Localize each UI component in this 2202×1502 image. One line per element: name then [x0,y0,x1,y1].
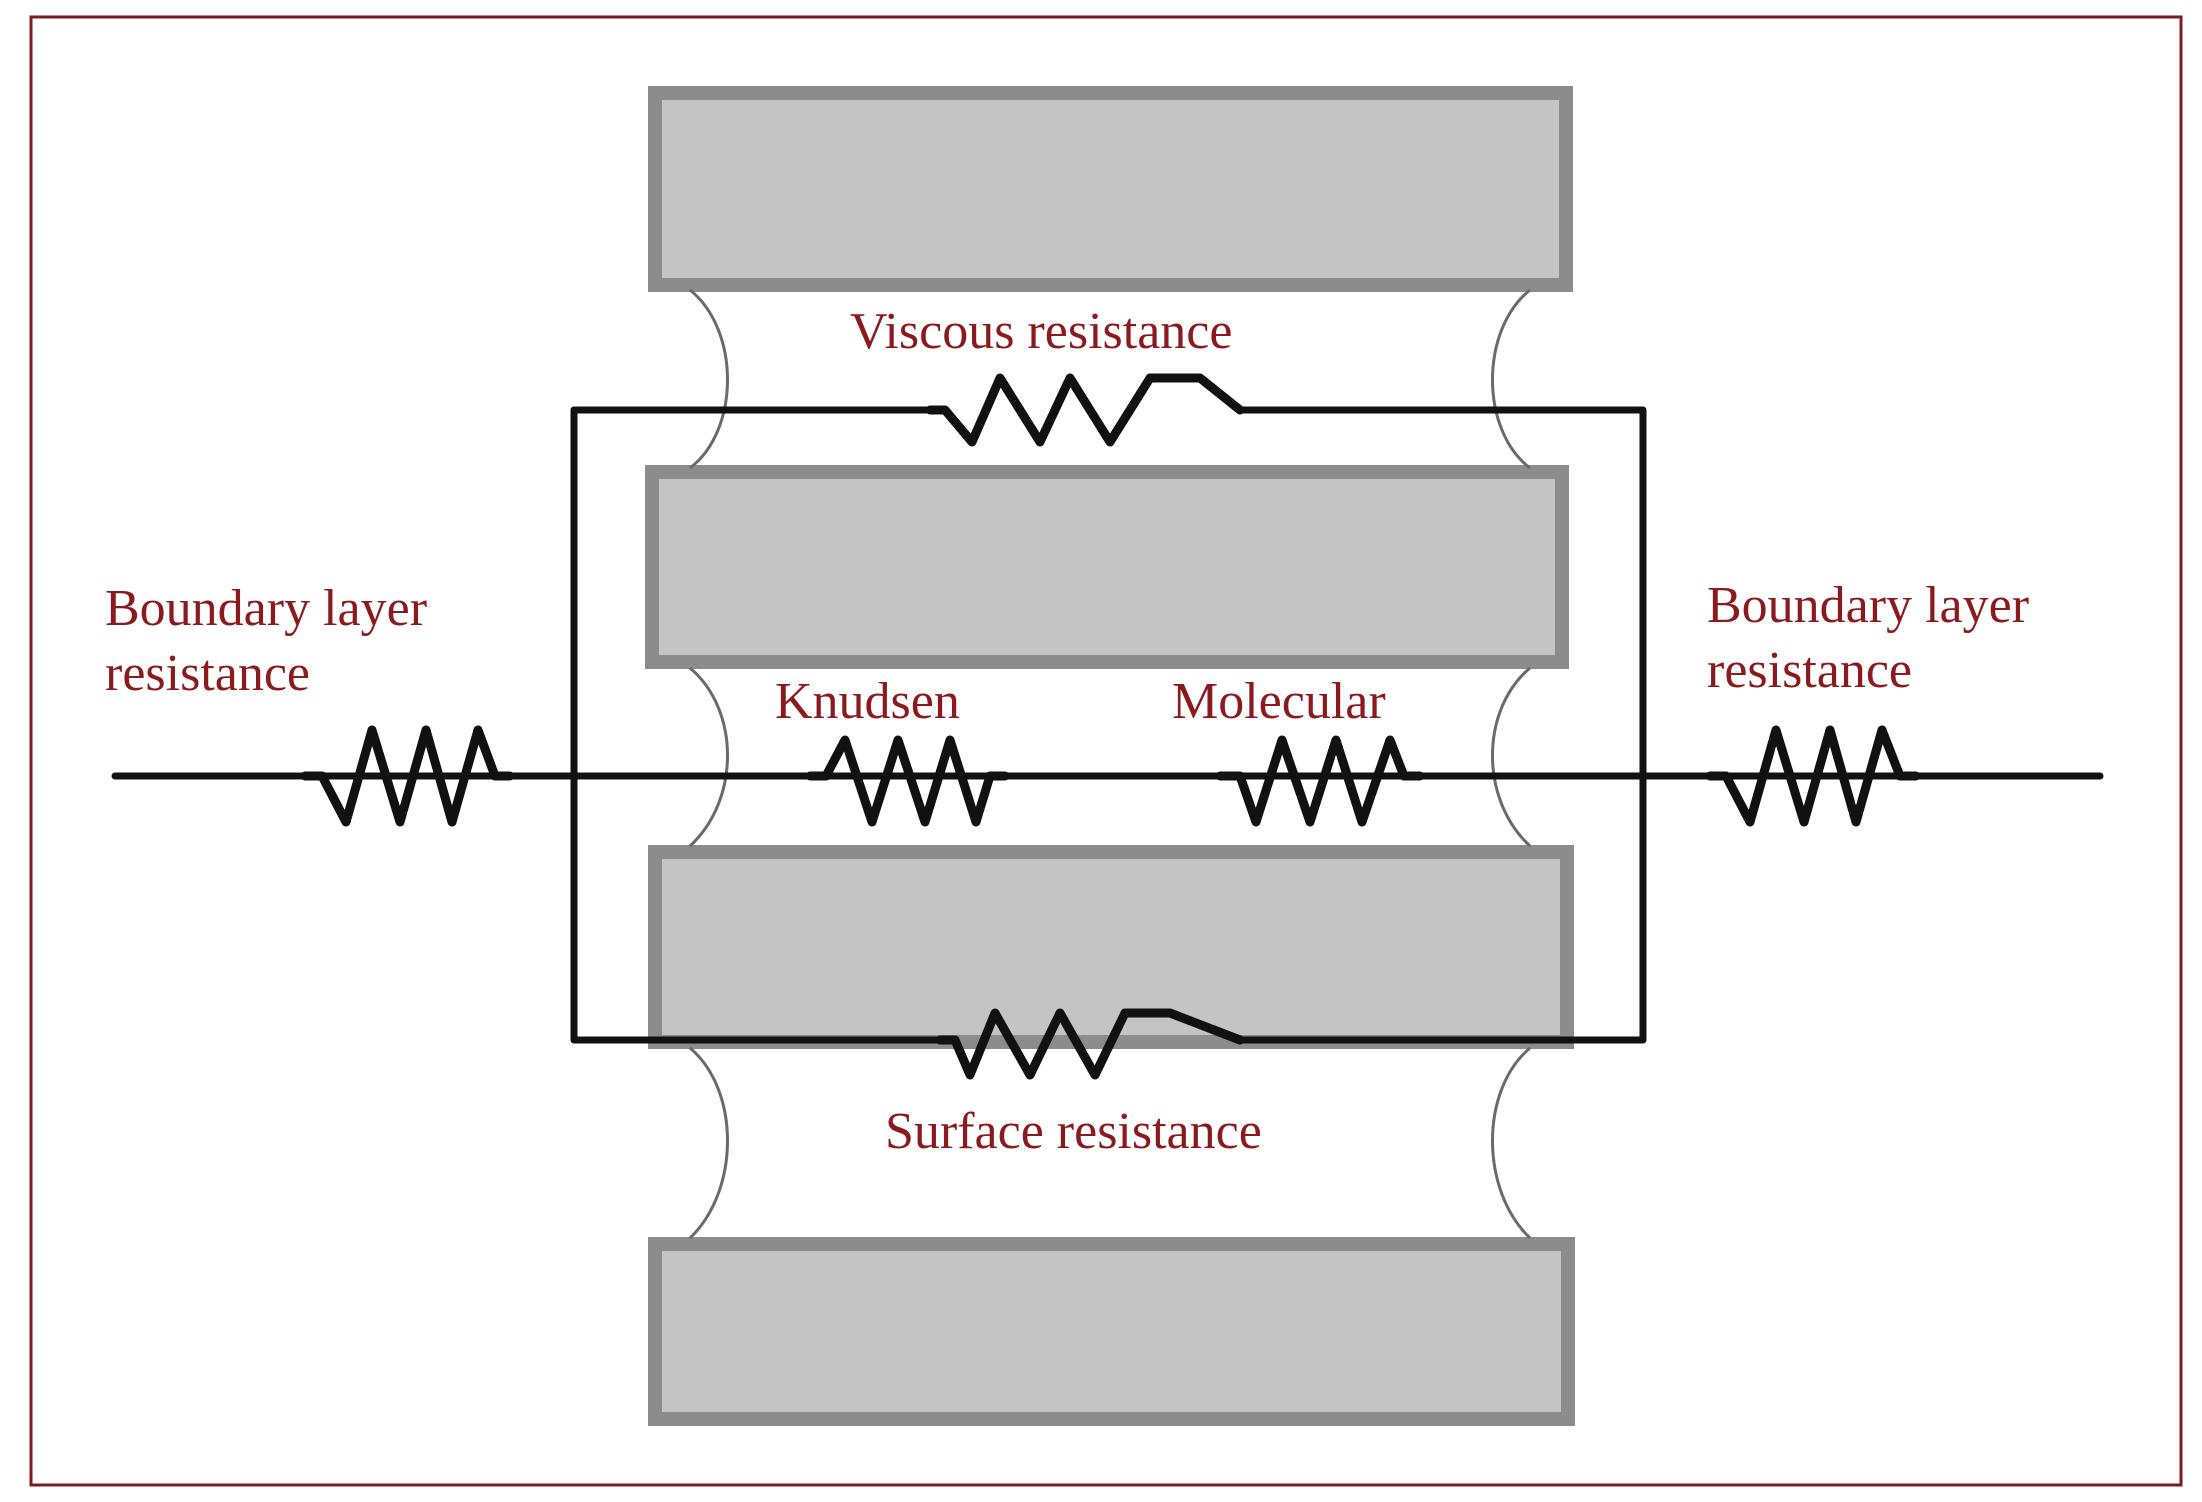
membrane-plate-2 [645,465,1569,669]
pore-wall-right-upper [1491,288,1531,470]
viscous-resistor [925,373,1245,447]
pore-wall-left-upper [689,288,729,470]
surface-resistor [935,1008,1245,1080]
molecular-resistor [1215,735,1425,827]
boundary-resistor-right [1705,725,1921,827]
surface-resistance-label: Surface resistance [885,1103,1262,1160]
viscous-branch-wire [570,406,944,1044]
network-wiring [111,406,2104,1044]
membrane-plate-1 [648,86,1573,292]
molecular-label: Molecular [1172,673,1386,730]
labels: Viscous resistance Boundary layer resist… [105,303,2029,1160]
pore-wall-right-middle [1491,666,1532,848]
pore-wall-left-lower [688,1046,729,1240]
membrane-plate-4 [648,1237,1575,1426]
membrane-plate-3 [648,845,1574,1049]
viscous-branch-top-right [1236,406,1647,1044]
pore-wall-right-lower [1491,1046,1532,1240]
boundary-resistor-left [300,725,515,827]
boundary-layer-label-right-line2: resistance [1707,642,1912,699]
boundary-layer-label-left-line1: Boundary layer [105,580,427,637]
resistors [300,373,1921,1080]
knudsen-label: Knudsen [775,673,960,730]
knudsen-resistor [805,735,1010,827]
pore-walls [688,288,1532,1240]
boundary-layer-label-left-line2: resistance [105,645,310,702]
boundary-layer-label-right-line1: Boundary layer [1707,577,2029,634]
pore-wall-left-middle [688,666,729,848]
viscous-resistance-label: Viscous resistance [850,303,1232,360]
